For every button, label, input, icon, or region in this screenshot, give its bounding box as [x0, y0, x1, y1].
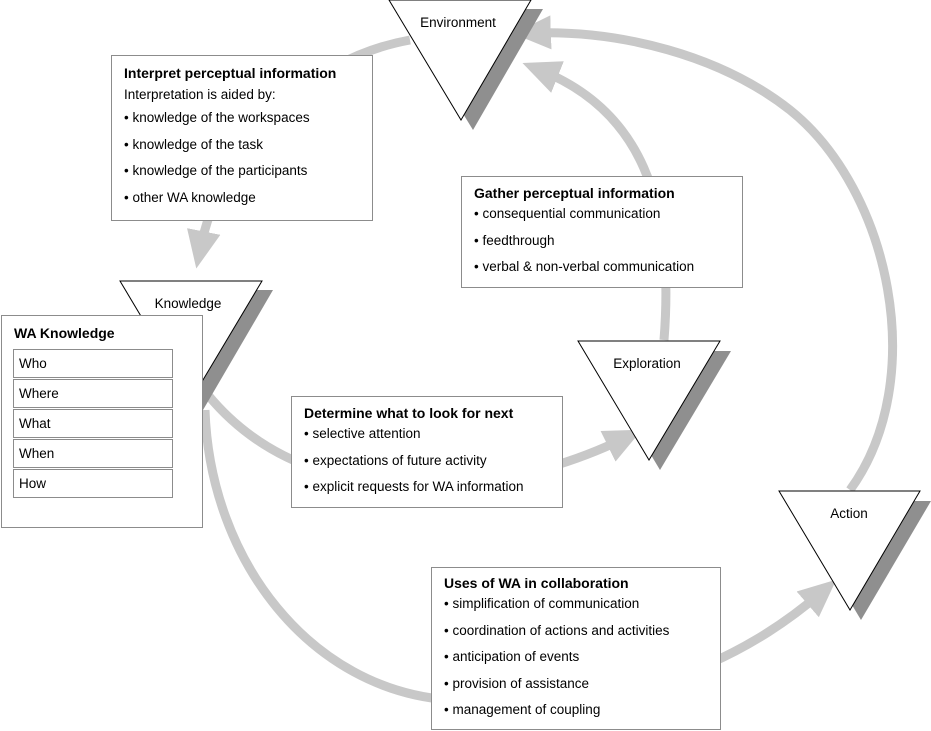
- wa-knowledge-row: Where: [13, 379, 173, 408]
- uses-of-wa-list: • simplification of communication • coor…: [444, 591, 708, 724]
- arrow-action-to-environment: [513, 15, 898, 493]
- gather-info-title: Gather perceptual information: [474, 185, 675, 201]
- determine-next-list: • selective attention • expectations of …: [304, 421, 550, 501]
- action-node: Action: [778, 490, 931, 620]
- list-item: • other WA knowledge: [124, 189, 256, 205]
- exploration-node: Exploration: [577, 340, 731, 470]
- uses-of-wa-box: Uses of WA in collaboration • simplifica…: [431, 567, 721, 730]
- list-item: • simplification of communication: [444, 596, 640, 611]
- gather-info-box: Gather perceptual information • conseque…: [461, 176, 743, 288]
- wa-knowledge-row: How: [13, 469, 173, 498]
- determine-next-box: Determine what to look for next • select…: [291, 396, 563, 508]
- list-item: • consequential communication: [474, 206, 661, 221]
- action-label: Action: [830, 506, 868, 521]
- list-item: • anticipation of events: [444, 649, 580, 665]
- determine-next-title: Determine what to look for next: [304, 405, 514, 421]
- list-item: • knowledge of the participants: [124, 163, 308, 179]
- wa-knowledge-row: What: [13, 409, 173, 438]
- gather-info-list: • consequential communication • feedthro…: [474, 201, 730, 281]
- list-item: • selective attention: [304, 426, 421, 441]
- wa-knowledge-row: When: [13, 439, 173, 468]
- list-item: • expectations of future activity: [304, 452, 487, 468]
- wa-knowledge-box: WA Knowledge Who Where What When How: [1, 315, 203, 528]
- interpret-info-intro: Interpretation is aided by:: [124, 87, 276, 102]
- list-item: • feedthrough: [474, 232, 555, 248]
- list-item: • management of coupling: [444, 702, 601, 718]
- list-item: • provision of assistance: [444, 675, 590, 691]
- interpret-info-box: Interpret perceptual information Interpr…: [111, 55, 373, 221]
- wa-knowledge-row: Who: [13, 349, 173, 378]
- exploration-label: Exploration: [613, 356, 681, 371]
- list-item: • coordination of actions and activities: [444, 622, 670, 638]
- interpret-info-list: • knowledge of the workspaces • knowledg…: [124, 105, 360, 211]
- uses-of-wa-title: Uses of WA in collaboration: [444, 575, 629, 591]
- list-item: • verbal & non-verbal communication: [474, 259, 695, 275]
- knowledge-label: Knowledge: [155, 296, 222, 311]
- environment-node: Environment: [388, 0, 543, 130]
- interpret-info-title: Interpret perceptual information: [124, 65, 337, 81]
- list-item: • knowledge of the workspaces: [124, 110, 310, 125]
- list-item: • explicit requests for WA information: [304, 479, 524, 495]
- wa-knowledge-table: Who Where What When How: [13, 348, 173, 498]
- environment-label: Environment: [420, 15, 496, 30]
- list-item: • knowledge of the task: [124, 136, 264, 152]
- wa-knowledge-title: WA Knowledge: [14, 325, 115, 341]
